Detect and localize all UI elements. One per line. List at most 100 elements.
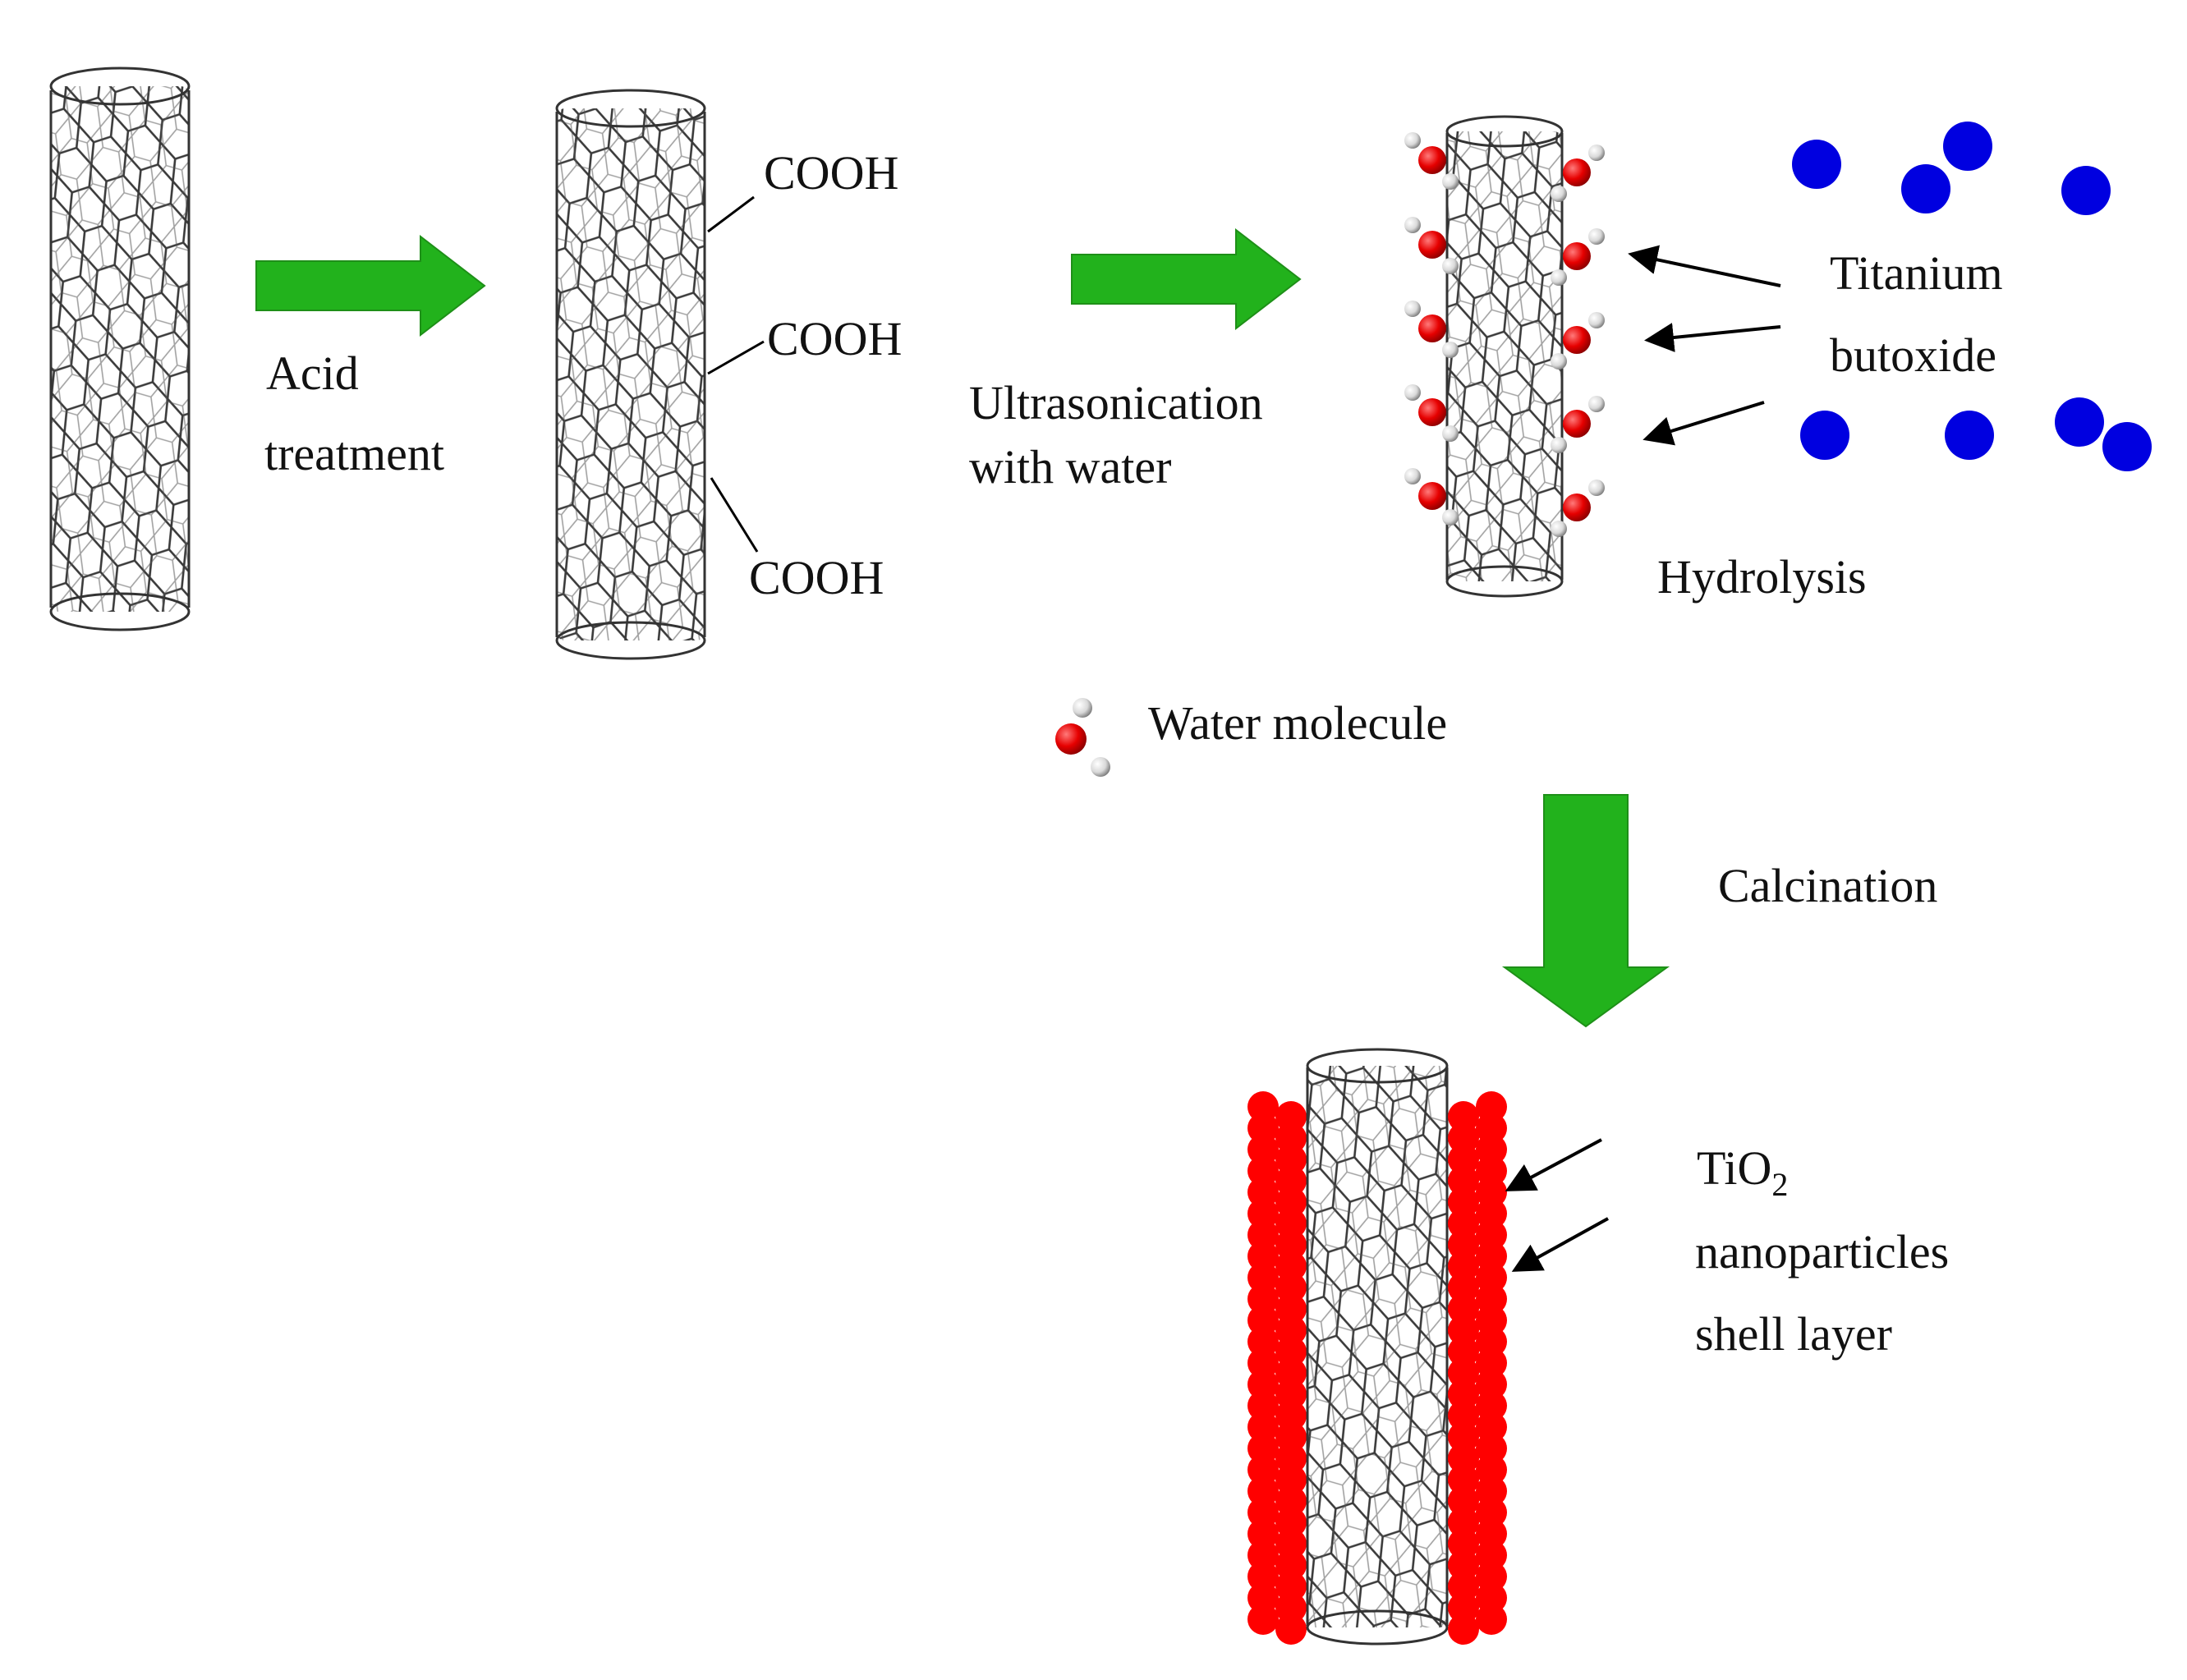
tio2-particle	[1275, 1528, 1307, 1559]
tio2-particle	[1448, 1122, 1479, 1154]
acid-label: Acid	[266, 347, 359, 400]
titanium-butoxide-particles	[1792, 122, 2152, 471]
tio2-particle	[1247, 1497, 1279, 1528]
tio2-particle	[1476, 1497, 1507, 1528]
tio2-particle	[1476, 1390, 1507, 1421]
nanotube-hydrated	[1445, 115, 1564, 598]
tio2-particle	[1247, 1198, 1279, 1229]
water-molecules-right	[1551, 145, 1605, 537]
hydrolysis-label: Hydrolysis	[1657, 550, 1867, 604]
tio2-particle	[1247, 1561, 1279, 1592]
tio2-particle	[1448, 1229, 1479, 1260]
shell-layer-label: shell layer	[1695, 1307, 1892, 1361]
tio2-particle	[1476, 1540, 1507, 1571]
tio2-particle	[1476, 1518, 1507, 1549]
hydrogen-atom	[1588, 228, 1605, 245]
tio2-particle	[1476, 1283, 1507, 1315]
tio2-particle	[1247, 1604, 1279, 1635]
tio2-particle	[1247, 1433, 1279, 1464]
tio2-particle	[1476, 1433, 1507, 1464]
water-molecule-legend-icon	[1055, 698, 1110, 777]
ultrasonication-arrow	[1071, 227, 1302, 331]
hydrogen-atom	[1551, 269, 1567, 286]
calcination-label: Calcination	[1718, 859, 1937, 912]
treatment-label: treatment	[264, 427, 444, 480]
hydrogen-atom	[1404, 132, 1421, 149]
pointer-arrow-3	[1643, 401, 1765, 446]
tio2-particle	[1448, 1528, 1479, 1559]
tio2-particle	[1247, 1518, 1279, 1549]
ultrasonication-label: Ultrasonication	[969, 376, 1263, 429]
tio2-particle	[1275, 1464, 1307, 1495]
tio2-particle	[1275, 1165, 1307, 1196]
hydrogen-atom	[1551, 353, 1567, 370]
cooh-top-label: COOH	[764, 146, 898, 200]
tio2-particle	[1476, 1219, 1507, 1251]
cooh-bot-leader	[710, 477, 759, 553]
tio2-particle	[1275, 1144, 1307, 1175]
water-molecule-label: Water molecule	[1148, 696, 1447, 750]
tio2-particle	[1247, 1134, 1279, 1165]
butoxide-label: butoxide	[1830, 328, 1996, 382]
tio2-particle	[1247, 1219, 1279, 1251]
tio2-particle	[1275, 1187, 1307, 1218]
tio2-particle	[1448, 1485, 1479, 1517]
oxygen-atom	[1418, 482, 1446, 510]
tio2-particle	[1476, 1326, 1507, 1357]
tio2-particle	[1275, 1549, 1307, 1581]
cooh-bot-label: COOH	[749, 551, 884, 604]
hydrogen-atom	[1442, 425, 1459, 442]
tio2-particle	[1247, 1411, 1279, 1443]
hydrogen-atom	[1442, 342, 1459, 358]
tio2-particle	[1448, 1549, 1479, 1581]
tio2-particle	[1275, 1507, 1307, 1538]
tio2-particle	[1476, 1604, 1507, 1635]
oxygen-atom	[1418, 231, 1446, 259]
hydrogen-atom	[1588, 312, 1605, 328]
tio2-particle	[1476, 1198, 1507, 1229]
tio2-particle	[1275, 1336, 1307, 1367]
tio2-particle	[1275, 1122, 1307, 1154]
nanotube-functionalized	[555, 89, 706, 660]
tio2-particle	[1247, 1177, 1279, 1208]
hydrogen-atom	[1404, 384, 1421, 401]
nanotube-coated	[1306, 1048, 1449, 1646]
tio2-particle	[1448, 1379, 1479, 1410]
tio2-particle	[1247, 1369, 1279, 1400]
tio2-particle	[1275, 1421, 1307, 1453]
tio2-particle	[1448, 1357, 1479, 1389]
tio2-particle	[1275, 1571, 1307, 1602]
tio2-particle	[1247, 1390, 1279, 1421]
cooh-mid-label: COOH	[767, 312, 902, 365]
nanoparticles-label: nanoparticles	[1695, 1225, 1949, 1278]
tio2-particle	[1247, 1113, 1279, 1144]
cooh-mid-leader	[707, 340, 765, 375]
tio2-particle	[1275, 1101, 1307, 1132]
tio2-particle	[1448, 1251, 1479, 1282]
pointer-arrow-1	[1628, 245, 1781, 287]
tio2-particle	[1476, 1134, 1507, 1165]
tio2-particle	[1448, 1165, 1479, 1196]
tio2-particle	[1448, 1443, 1479, 1474]
oxygen-atom	[1563, 242, 1591, 270]
calcination-arrow	[1501, 794, 1670, 1028]
tio2-particle	[1247, 1476, 1279, 1507]
hydrogen-atom	[1404, 301, 1421, 317]
hydrogen-atom	[1588, 480, 1605, 496]
with-water-label: with water	[969, 440, 1171, 493]
tio2-particle	[1247, 1241, 1279, 1272]
tio2-particle	[1448, 1208, 1479, 1239]
hydrogen-atom	[1442, 509, 1459, 526]
tio2-particle	[1448, 1571, 1479, 1602]
tio2-particle	[1247, 1582, 1279, 1613]
tio2-particle	[1448, 1101, 1479, 1132]
tio2-particle	[1476, 1091, 1507, 1122]
tio2-particle	[1476, 1177, 1507, 1208]
hydrogen-atom	[1551, 521, 1567, 537]
water-molecules-left	[1404, 132, 1459, 526]
oxygen-atom	[1563, 326, 1591, 354]
tio2-particle	[1476, 1476, 1507, 1507]
tio2-particle	[1476, 1305, 1507, 1336]
hydrogen-atom	[1404, 468, 1421, 484]
tio2-particle	[1448, 1421, 1479, 1453]
